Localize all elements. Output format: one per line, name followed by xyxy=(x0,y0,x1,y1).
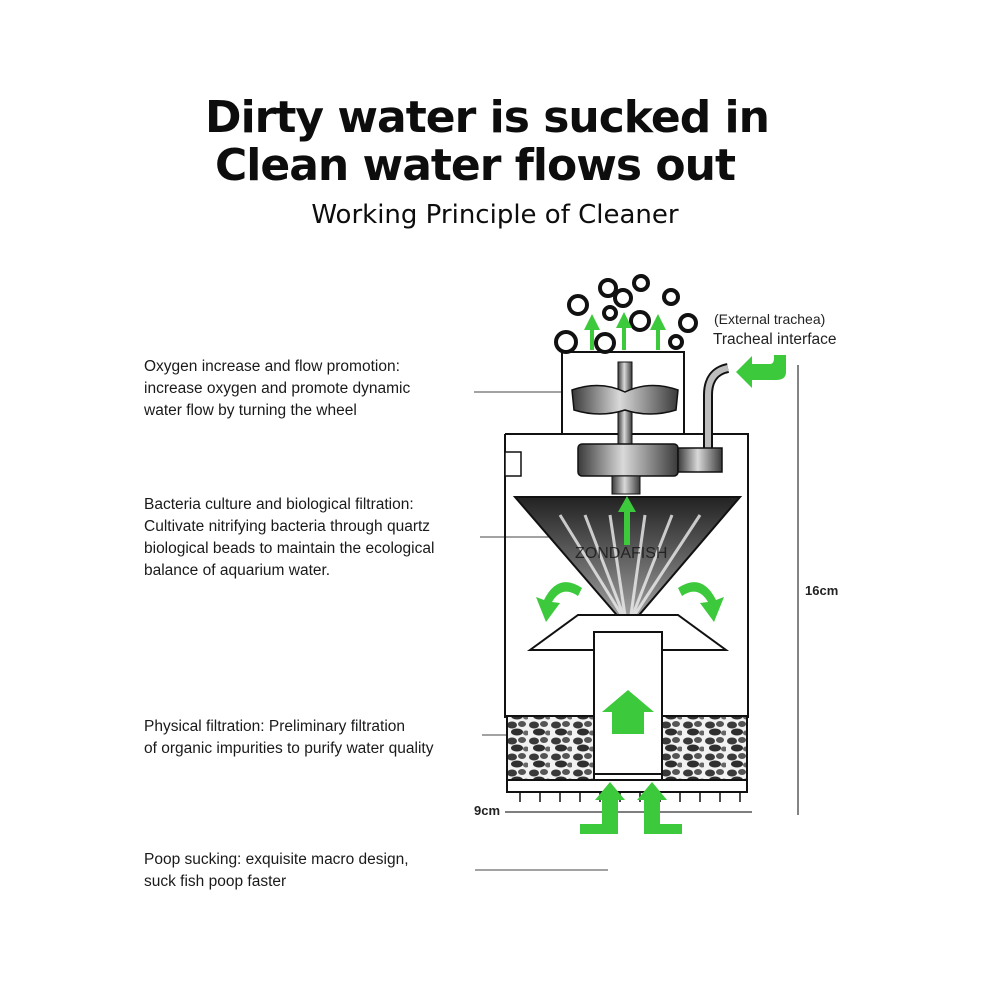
headline-line-2: Clean water flows out xyxy=(215,140,736,191)
label-poop-sucking: Poop sucking: exquisite macro design, su… xyxy=(144,851,409,890)
brand-watermark: ZONDAFISH xyxy=(575,545,667,562)
label-tracheal-interface: Tracheal interface xyxy=(713,331,837,348)
flow-arrows xyxy=(536,312,786,834)
side-notch xyxy=(504,451,522,477)
label-physical-filtration: Physical filtration: Preliminary filtrat… xyxy=(144,718,434,757)
label-external-trachea: (External trachea) xyxy=(714,311,826,327)
dimension-width: 9cm xyxy=(474,803,501,818)
subtitle: Working Principle of Cleaner xyxy=(311,200,679,230)
base-plate xyxy=(506,779,748,793)
gravel-right xyxy=(661,715,748,781)
air-bubbles xyxy=(554,274,698,354)
dimension-height: 16cm xyxy=(805,583,839,598)
label-bacteria-culture: Bacteria culture and biological filtrati… xyxy=(144,496,435,579)
headline-line-1: Dirty water is sucked in xyxy=(205,92,770,143)
gravel-left xyxy=(506,715,595,781)
main-body xyxy=(504,433,749,718)
impeller-wheel xyxy=(571,384,679,415)
pump-housing xyxy=(577,443,679,477)
label-oxygen-flow: Oxygen increase and flow promotion: incr… xyxy=(144,358,411,419)
